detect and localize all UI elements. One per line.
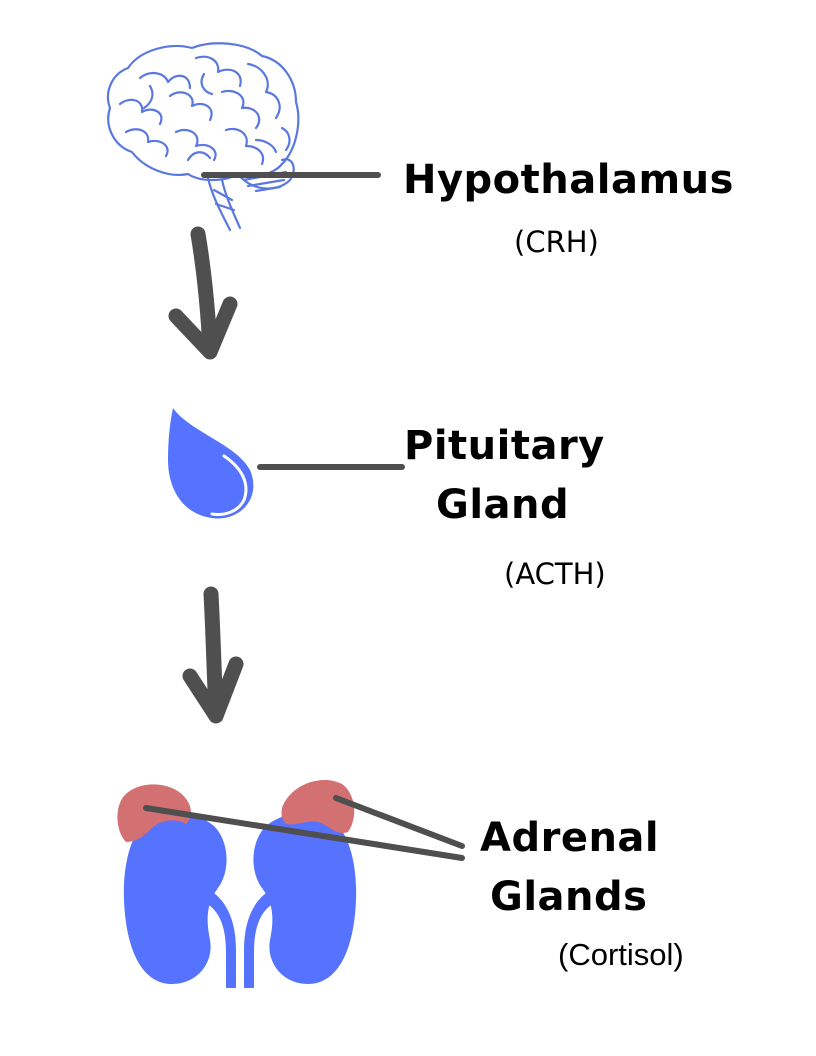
left-ureter bbox=[204, 888, 236, 988]
arrow-down-icon bbox=[168, 226, 238, 360]
adrenal-connectors bbox=[143, 795, 465, 861]
adrenal-gland-icon bbox=[117, 779, 355, 842]
right-adrenal bbox=[281, 779, 355, 833]
left-adrenal bbox=[117, 784, 191, 842]
crh-label: (CRH) bbox=[514, 225, 599, 259]
hypothalamus-label: Hypothalamus bbox=[403, 157, 734, 203]
acth-label: (ACTH) bbox=[504, 557, 606, 591]
adrenal-label-line1: Adrenal bbox=[480, 815, 660, 861]
left-kidney bbox=[123, 812, 227, 984]
brain-icon bbox=[106, 42, 300, 232]
right-kidney bbox=[253, 812, 357, 984]
pituitary-label-line1: Pituitary bbox=[404, 423, 605, 469]
kidneys-icon bbox=[123, 812, 357, 988]
cortisol-label: (Cortisol) bbox=[558, 937, 684, 972]
pituitary-drop-icon bbox=[168, 408, 254, 519]
adrenal-label-line2: Glands bbox=[490, 874, 648, 920]
pituitary-label-line2: Gland bbox=[436, 482, 570, 528]
right-ureter bbox=[244, 888, 276, 988]
arrow-down-icon bbox=[182, 586, 244, 724]
